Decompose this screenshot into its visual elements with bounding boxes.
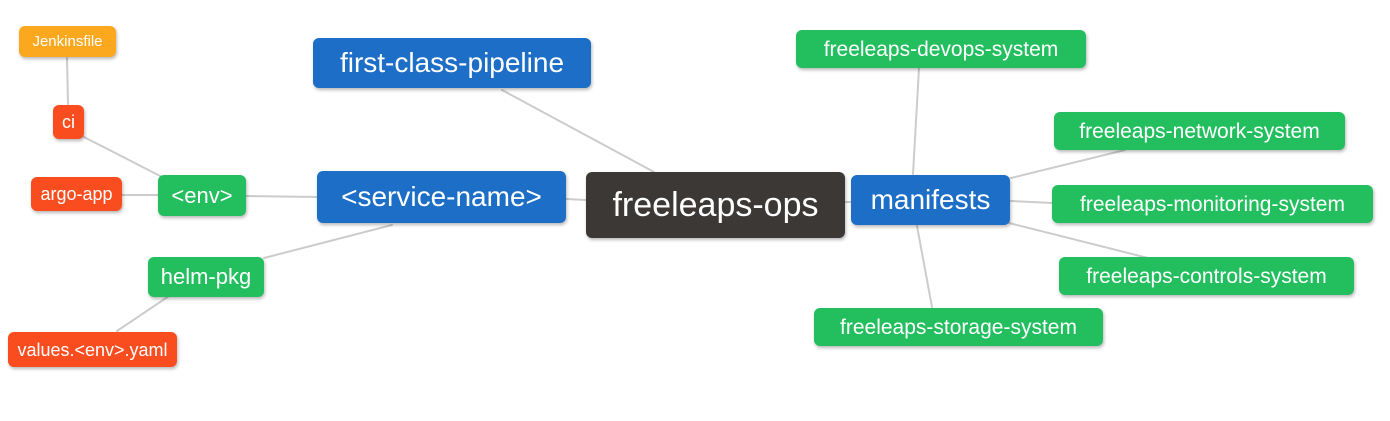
edge-manifests--freeleaps-devops-system [912, 67, 920, 175]
edge-jenkinsfile--ci [66, 57, 69, 105]
edge-manifests--freeleaps-controls-system [1008, 222, 1149, 259]
node-values-env-yaml[interactable]: values.<env>.yaml [8, 332, 177, 367]
node-freeleaps-monitoring-system[interactable]: freeleaps-monitoring-system [1052, 185, 1373, 223]
node-label: values.<env>.yaml [17, 339, 168, 360]
edge-env--service-name [245, 195, 318, 198]
node-label: <service-name> [341, 181, 542, 212]
edge-manifests--freeleaps-network-system [1010, 149, 1126, 179]
node-label: freeleaps-devops-system [823, 37, 1059, 61]
edge-manifests--freeleaps-monitoring-system [1010, 200, 1053, 204]
node-helm-pkg[interactable]: helm-pkg [148, 257, 264, 297]
node-ci[interactable]: ci [53, 105, 84, 139]
edge-first-class-pipeline--freeleaps-ops [501, 89, 655, 173]
edge-service-name--freeleaps-ops [565, 198, 587, 201]
node-manifests[interactable]: manifests [851, 175, 1010, 225]
node-label: freeleaps-monitoring-system [1080, 192, 1345, 216]
node-freeleaps-devops-system[interactable]: freeleaps-devops-system [796, 30, 1086, 68]
node-env[interactable]: <env> [158, 175, 246, 216]
node-first-class-pipeline[interactable]: first-class-pipeline [313, 38, 591, 88]
node-service-name[interactable]: <service-name> [317, 171, 566, 223]
edge-helm-pkg--service-name [263, 224, 393, 259]
node-label: freeleaps-storage-system [840, 315, 1077, 339]
node-jenkinsfile[interactable]: Jenkinsfile [19, 26, 116, 57]
edge-manifests--freeleaps-storage-system [916, 225, 933, 308]
node-argo-app[interactable]: argo-app [31, 177, 122, 211]
node-label: freeleaps-ops [612, 186, 819, 224]
node-label: freeleaps-network-system [1079, 119, 1320, 143]
edge-values-env-yaml--helm-pkg [116, 295, 170, 332]
edge-ci--env [81, 135, 165, 179]
node-freeleaps-network-system[interactable]: freeleaps-network-system [1054, 112, 1345, 150]
node-label: <env> [171, 182, 233, 208]
node-label: Jenkinsfile [32, 33, 103, 50]
node-label: helm-pkg [160, 264, 252, 289]
node-label: argo-app [40, 184, 113, 204]
node-label: ci [62, 112, 75, 132]
node-label: manifests [870, 184, 991, 215]
node-freeleaps-storage-system[interactable]: freeleaps-storage-system [814, 308, 1103, 346]
node-label: first-class-pipeline [339, 47, 565, 78]
node-freeleaps-ops[interactable]: freeleaps-ops [586, 172, 845, 238]
node-label: freeleaps-controls-system [1086, 264, 1327, 288]
node-freeleaps-controls-system[interactable]: freeleaps-controls-system [1059, 257, 1354, 295]
